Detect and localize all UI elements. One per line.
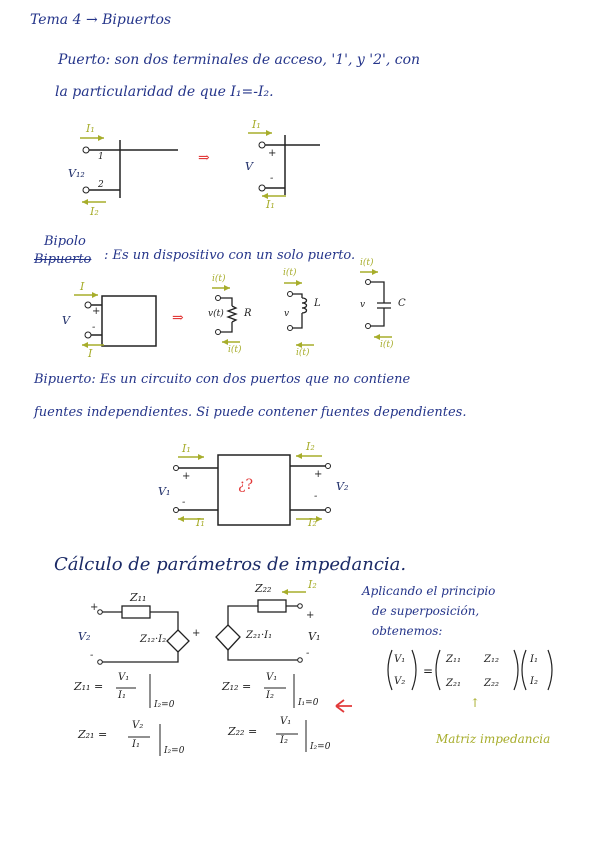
- left-circuit-dependent-source: Z₁₂·I₂: [140, 634, 167, 645]
- puerto-definition-line2: la particularidad de que I₁=-I₂.: [55, 84, 274, 100]
- twoport-left-plus: +: [182, 471, 191, 482]
- z12-den: I₂: [266, 690, 274, 701]
- twoport-left-minus: -: [182, 497, 186, 508]
- twoport-v1-label: V₁: [158, 485, 171, 498]
- capacitor-i-bottom: i(t): [380, 340, 394, 350]
- left-circuit-minus: -: [90, 650, 94, 661]
- inductor-v-label: v: [284, 309, 290, 319]
- twoport-v2-label: V₂: [336, 480, 349, 493]
- matrix-i1: I₁: [530, 654, 538, 665]
- bipolo-plus: +: [92, 306, 101, 317]
- z11-cond: I₂=0: [154, 700, 175, 710]
- unknown-circuit-symbol: ¿?: [238, 477, 254, 493]
- resistor-i-bottom: i(t): [228, 345, 242, 355]
- z12-num: V₁: [266, 672, 278, 683]
- port-right-i1-label: I₁: [252, 118, 261, 131]
- left-circuit-v: V₂: [78, 630, 91, 643]
- matrix-z21: Z₂₁: [446, 678, 461, 689]
- left-circuit-z11: Z₁₁: [130, 591, 147, 604]
- right-circuit-plus: +: [306, 610, 315, 621]
- z22-lhs: Z₂₂ =: [228, 725, 258, 738]
- port-right-plus: +: [268, 148, 277, 159]
- bipolo-word: Bipolo: [44, 234, 86, 249]
- port-i2-label: I₂: [90, 205, 99, 218]
- port-v12-label: V₁₂: [68, 167, 85, 180]
- left-circuit-plus: +: [90, 602, 99, 613]
- z22-den: I₂: [280, 735, 288, 746]
- z22-cond: I₂=0: [310, 742, 331, 752]
- capacitor-c-label: C: [398, 298, 406, 309]
- matrix-v2: V₂: [394, 676, 406, 687]
- matrix-z11: Z₁₁: [446, 654, 461, 665]
- z22-num: V₁: [280, 716, 292, 727]
- port-i1-label: I₁: [86, 122, 95, 135]
- twoport-i2-label: I₂: [306, 440, 315, 453]
- matrix-pointer-arrow-icon: ↑: [470, 696, 481, 710]
- right-circuit-minus: -: [306, 648, 310, 659]
- right-circuit-dependent-source: Z₂₁·I₁: [246, 630, 273, 641]
- z11-num: V₁: [118, 672, 130, 683]
- bipuerto-struck-word: Bipuerto: [34, 252, 92, 267]
- capacitor-i-top: i(t): [360, 258, 374, 268]
- matrix-z12: Z₁₂: [484, 654, 499, 665]
- resistor-r-label: R: [244, 308, 252, 319]
- bipolo-i-label: I: [80, 280, 85, 293]
- section-heading-impedance: Cálculo de parámetros de impedancia.: [54, 554, 407, 575]
- z21-cond: I₂=0: [164, 746, 185, 756]
- twoport-i1-label: I₁: [182, 442, 191, 455]
- port-right-i1b-label: I₁: [266, 198, 275, 211]
- inductor-i-top: i(t): [283, 268, 297, 278]
- superposition-line2: de superposición,: [372, 604, 480, 618]
- superposition-line3: obtenemos:: [372, 624, 443, 638]
- implies-arrow-2: ⇒: [172, 310, 184, 326]
- twoport-right-minus: -: [314, 491, 318, 502]
- page-title: Tema 4 → Bipuertos: [30, 12, 172, 28]
- z12-cond: I₁=0: [298, 698, 319, 708]
- superposition-line1: Aplicando el principio: [362, 584, 496, 598]
- z12-lhs: Z₁₂ =: [222, 680, 252, 693]
- matrix-z22: Z₂₂: [484, 678, 499, 689]
- matrix-v1: V₁: [394, 654, 406, 665]
- bipolo-minus: -: [92, 322, 96, 333]
- inductor-l-label: L: [314, 298, 321, 309]
- z21-den: I₁: [132, 739, 140, 750]
- matrix-impedance-label: Matriz impedancia: [436, 732, 551, 746]
- bipolo-definition: : Es un dispositivo con un solo puerto.: [104, 248, 356, 263]
- left-source-plus: +: [192, 628, 201, 639]
- right-circuit-z22: Z₂₂: [255, 582, 272, 595]
- z21-lhs: Z₂₁ =: [78, 728, 108, 741]
- inductor-i-bottom: i(t): [296, 348, 310, 358]
- matrix-i2: I₂: [530, 676, 538, 687]
- bipolo-v-label: V: [62, 314, 70, 327]
- twoport-i1b-label: I₁: [196, 516, 205, 529]
- bipolo-i-bottom-label: I: [88, 347, 93, 360]
- z11-den: I₁: [118, 690, 126, 701]
- port-terminal-1: 1: [98, 152, 104, 162]
- capacitor-v-label: v: [360, 300, 366, 310]
- bipuerto-definition-line1: Bipuerto: Es un circuito con dos puertos…: [34, 372, 411, 387]
- z21-num: V₂: [132, 720, 144, 731]
- twoport-i2b-label: I₂: [308, 516, 317, 529]
- resistor-i-top: i(t): [212, 274, 226, 284]
- port-right-v-label: V: [245, 160, 253, 173]
- resistor-v-label: v(t): [208, 309, 224, 319]
- right-circuit-i2: I₂: [308, 578, 317, 591]
- port-right-minus: -: [270, 173, 274, 184]
- z11-lhs: Z₁₁ =: [74, 680, 104, 693]
- twoport-right-plus: +: [314, 469, 323, 480]
- matrix-equals: =: [423, 664, 434, 678]
- bipuerto-definition-line2: fuentes independientes. Si puede contene…: [34, 405, 467, 420]
- puerto-definition-line1: Puerto: son dos terminales de acceso, '1…: [58, 52, 421, 68]
- right-circuit-v: V₁: [308, 630, 321, 643]
- implies-arrow-1: ⇒: [198, 150, 210, 166]
- port-terminal-2: 2: [98, 180, 104, 190]
